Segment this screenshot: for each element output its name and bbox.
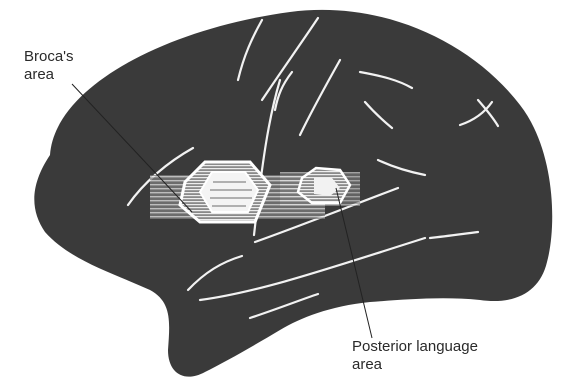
- posterior-language-area-highlight: [280, 168, 360, 206]
- broca-label-line1: Broca's: [24, 48, 74, 66]
- broca-label-line2: area: [24, 66, 74, 84]
- broca-area-label: Broca's area: [24, 48, 74, 84]
- posterior-label-line1: Posterior language: [352, 338, 478, 356]
- posterior-language-area-label: Posterior language area: [352, 338, 478, 374]
- posterior-label-line2: area: [352, 356, 478, 374]
